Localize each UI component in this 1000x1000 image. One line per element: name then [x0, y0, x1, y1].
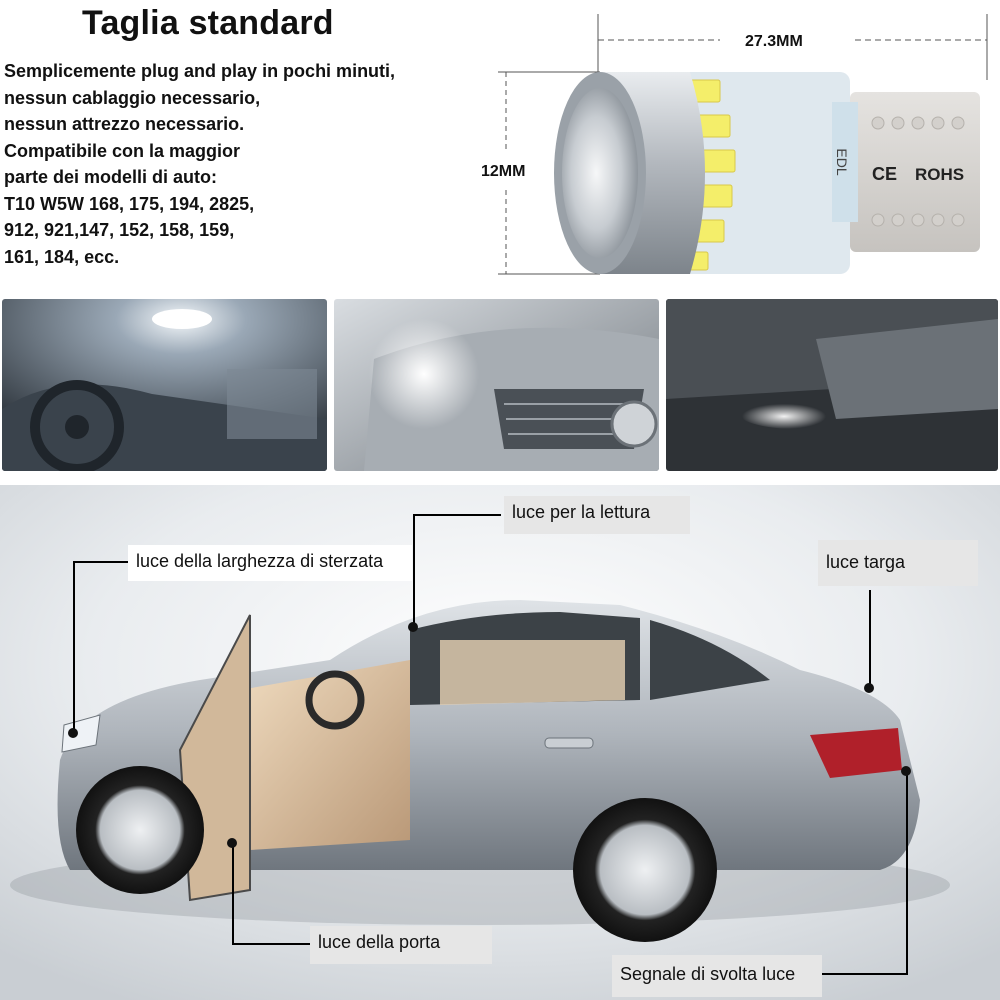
- brand-mark: EDL: [834, 148, 850, 175]
- turn-signal-label: Segnale di svolta luce: [612, 955, 822, 997]
- dimension-lines: [498, 14, 988, 275]
- callout-dot: [864, 683, 874, 693]
- height-dimension: 12MM: [481, 163, 525, 180]
- callout-dot: [227, 838, 237, 848]
- interior-light-photo: [2, 299, 327, 471]
- base-dimples: [871, 116, 965, 227]
- headlight-photo: [334, 299, 659, 471]
- bulb-diagram: EDL CE ROHS 27.3MM 12MM: [481, 14, 988, 275]
- callout-line: [232, 943, 312, 945]
- callout-dot: [68, 728, 78, 738]
- bulb-lens: [562, 88, 638, 258]
- callout-line: [232, 842, 234, 945]
- width-light-label: luce della larghezza di sterzata: [128, 545, 412, 581]
- description-line: 161, 184, ecc.: [4, 246, 120, 267]
- reading-light-label: luce per la lettura: [504, 496, 690, 534]
- description-line: 912, 921,147, 152, 158, 159,: [4, 220, 235, 240]
- door-light-photo: [666, 299, 998, 471]
- callout-line: [413, 514, 501, 516]
- description-line: nessun attrezzo necessario.: [4, 114, 245, 134]
- description-line: T10 W5W 168, 175, 194, 2825,: [4, 193, 255, 214]
- callout-line: [73, 561, 75, 731]
- callout-line: [73, 561, 133, 563]
- description-line: parte dei modelli di auto:: [4, 167, 218, 187]
- callout-line: [820, 973, 908, 975]
- callout-line: [869, 590, 871, 688]
- ce-mark: CE: [872, 164, 897, 184]
- callout-dot: [408, 622, 418, 632]
- door-light-label: luce della porta: [310, 926, 492, 964]
- product-description: Semplicemente plug and play in pochi min…: [4, 58, 434, 270]
- callout-line: [906, 770, 908, 975]
- rohs-mark: ROHS: [915, 165, 964, 184]
- callout-dot: [901, 766, 911, 776]
- bulb-base: [850, 92, 980, 252]
- width-dimension: 27.3MM: [745, 33, 803, 50]
- callout-line: [413, 514, 415, 626]
- description-line: Semplicemente plug and play in pochi min…: [4, 61, 396, 81]
- description-line: nessun cablaggio necessario,: [4, 87, 261, 108]
- page-title: Taglia standard: [82, 4, 334, 42]
- plate-light-label: luce targa: [818, 540, 978, 586]
- description-line: Compatibile con la maggior: [4, 140, 241, 161]
